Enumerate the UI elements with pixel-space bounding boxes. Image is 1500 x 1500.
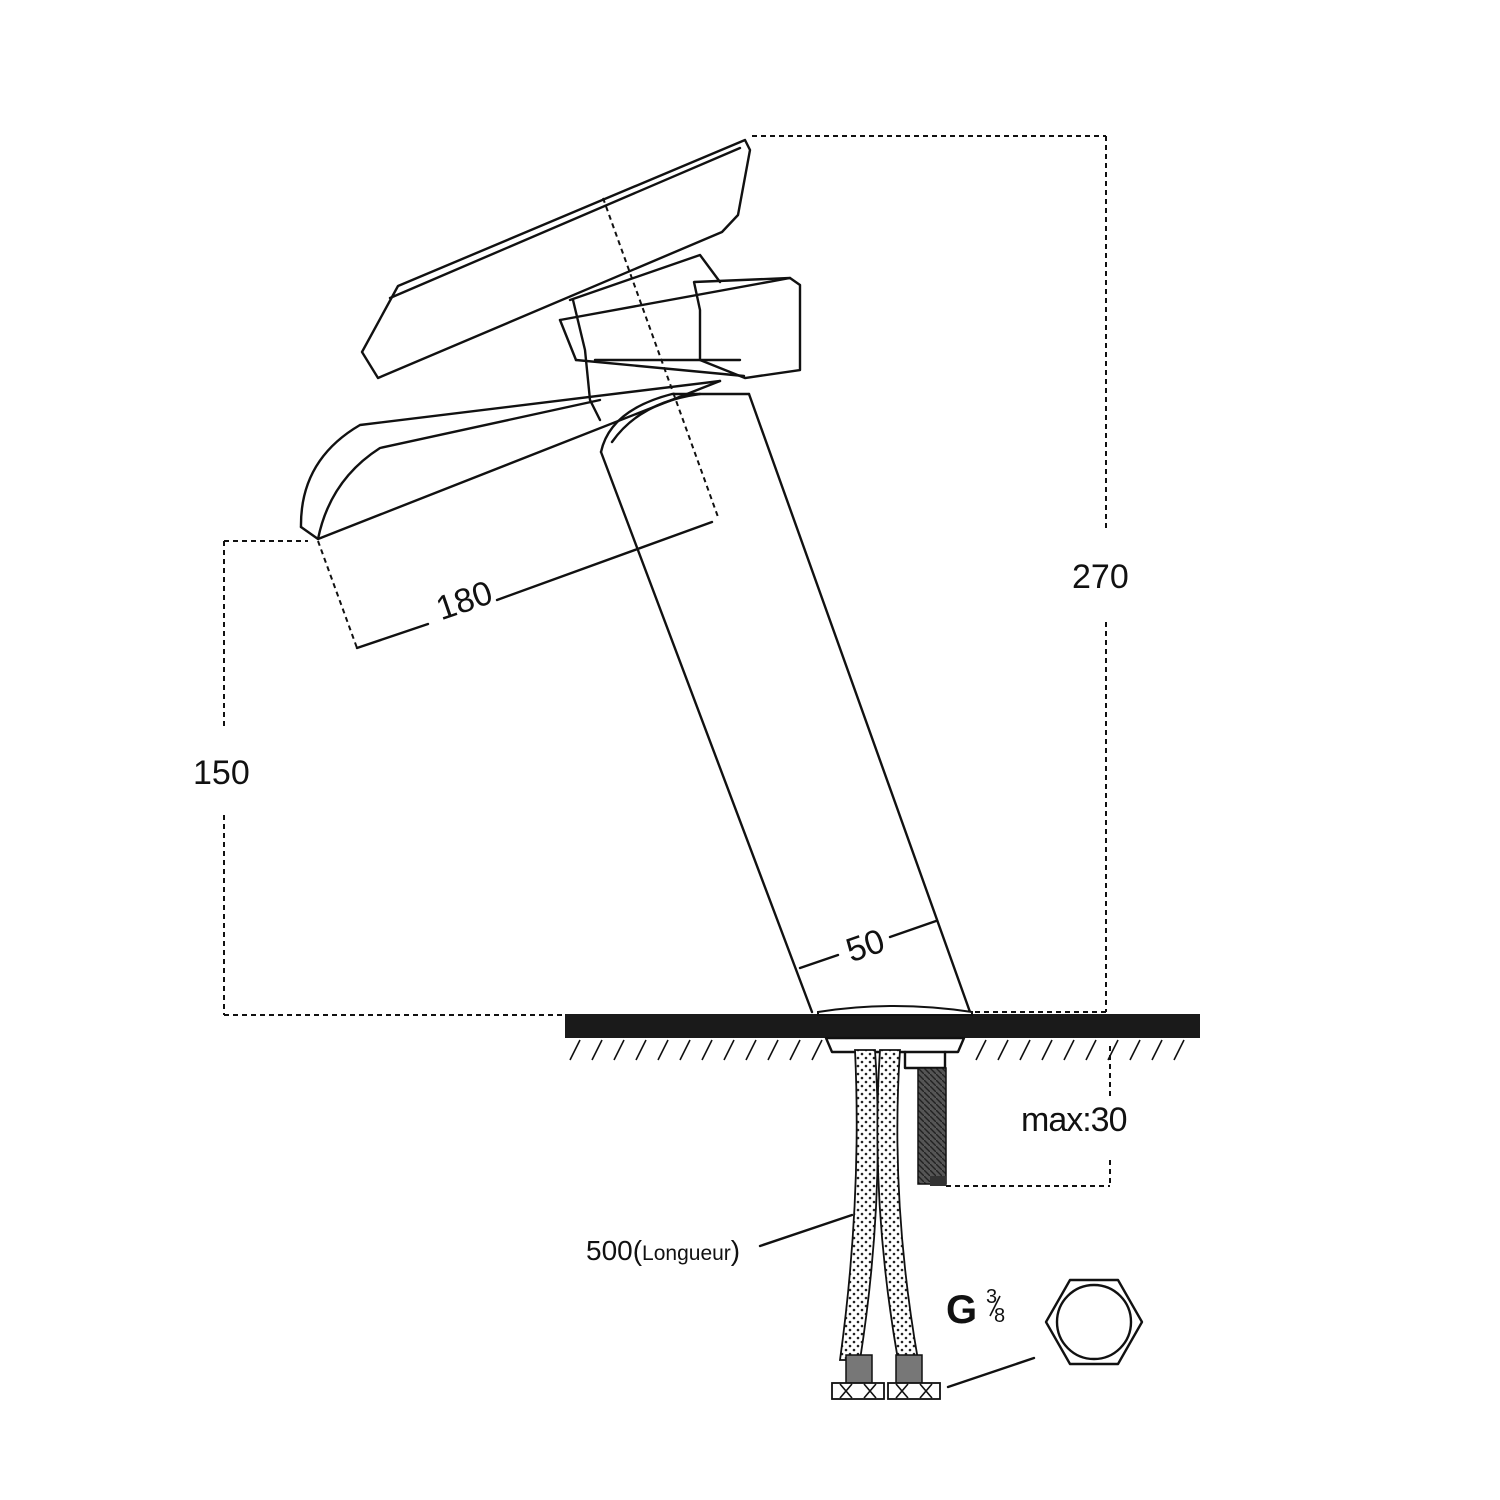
label-height-total: 270 — [1072, 558, 1129, 596]
hose-length-leader — [758, 1213, 854, 1248]
handle-centerline — [602, 197, 719, 518]
thread-fraction-slash — [989, 1295, 1001, 1317]
faucet-spout — [299, 379, 722, 541]
faucet-handle — [360, 138, 752, 422]
hose-length-word: Longueur — [642, 1242, 731, 1265]
thread-size-denominator: 8 — [994, 1305, 1006, 1327]
dimension-spout-length — [317, 520, 714, 650]
label-hose-length: 500(Longueur) — [586, 1237, 740, 1265]
braided-hoses — [838, 1049, 923, 1386]
thread-size-letter: G — [946, 1288, 978, 1332]
label-max-thickness: max:30 — [1021, 1101, 1127, 1139]
hex-fitting-detail — [1044, 1278, 1144, 1366]
hose-length-close: ) — [730, 1235, 741, 1266]
hex-detail-leader — [946, 1356, 1036, 1389]
dimension-spout-height — [223, 540, 565, 1016]
counter-deck — [565, 1005, 1200, 1038]
dimension-height-total — [752, 135, 1107, 1013]
deck-hatching — [569, 1039, 1185, 1061]
dimension-max-thickness — [946, 1046, 1111, 1187]
hose-length-value: 500( — [586, 1235, 643, 1266]
faucet-upper-plate — [558, 276, 802, 380]
dimension-base-diameter — [798, 919, 938, 970]
threaded-rod — [917, 1067, 947, 1186]
hose-fittings — [831, 1382, 941, 1400]
thread-size-numerator: 3 — [986, 1286, 998, 1308]
faucet-body — [599, 392, 972, 1014]
label-spout-height: 150 — [193, 754, 250, 792]
